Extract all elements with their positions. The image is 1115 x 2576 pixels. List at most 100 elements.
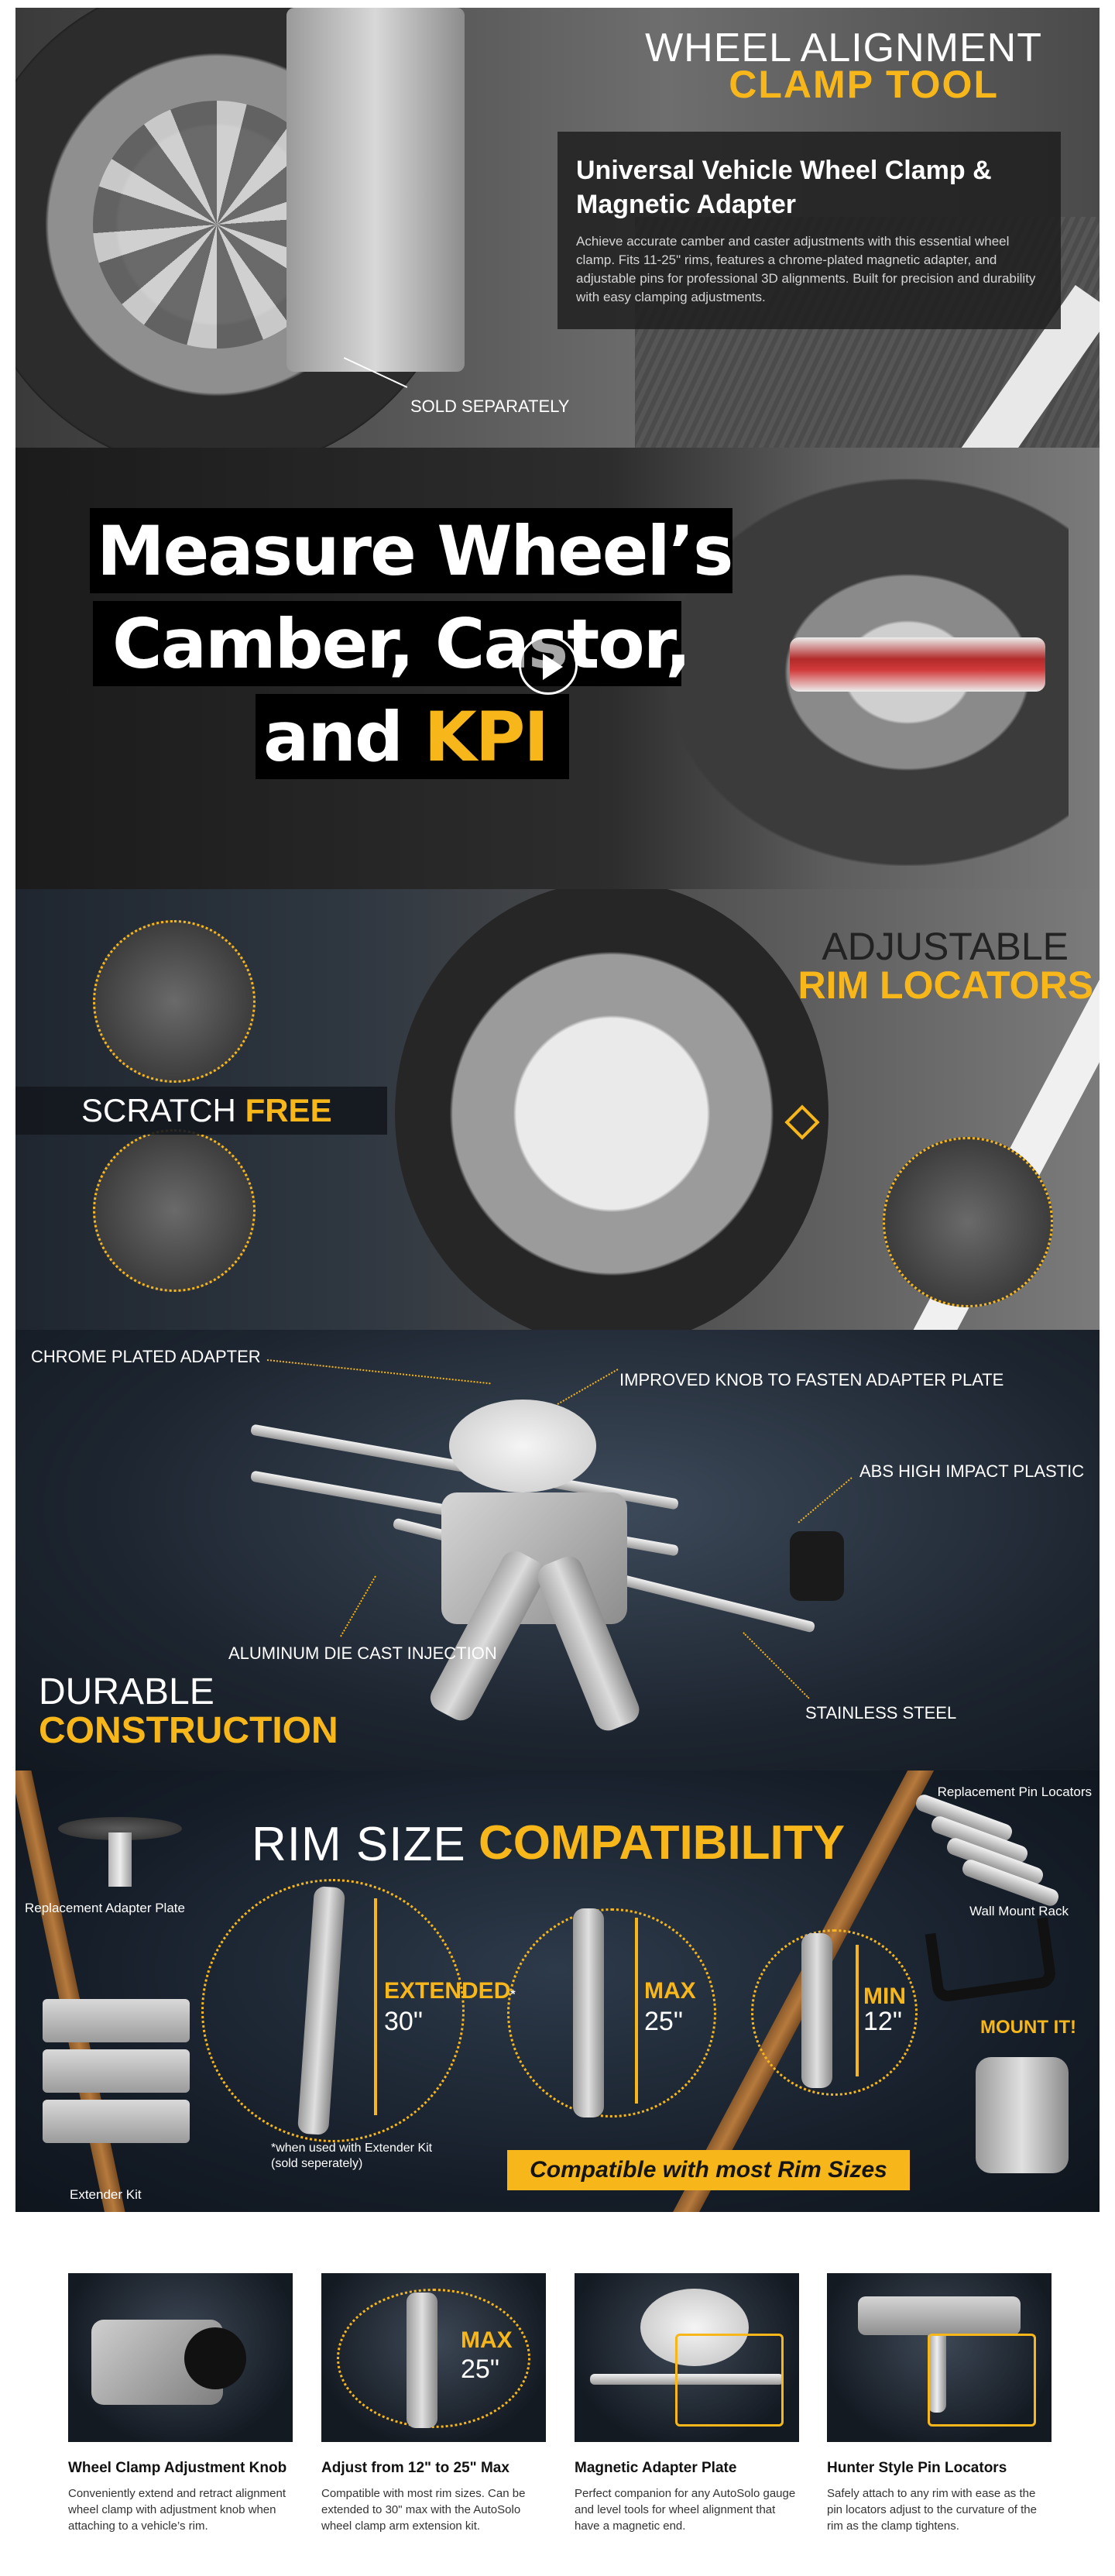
- highlight-frame: [675, 2334, 784, 2427]
- pin-locator-image: [928, 2335, 946, 2413]
- adjustable-label: ADJUSTABLE: [822, 925, 1069, 968]
- feature-body: Conveniently extend and retract alignmen…: [68, 2487, 286, 2533]
- extender-kit-label: Extender Kit: [70, 2187, 142, 2202]
- min-size-ring: [751, 1929, 918, 2096]
- feature-thumb-adapter: [575, 2273, 799, 2442]
- clamp-arm-image: [858, 2296, 1021, 2335]
- mounted-clamp-image: [976, 2057, 1069, 2173]
- headline-line2: Camber, Castor,: [112, 604, 691, 684]
- hero-description: Achieve accurate camber and caster adjus…: [576, 234, 1036, 304]
- construction-banner: CHROME PLATED ADAPTER IMPROVED KNOB TO F…: [15, 1330, 1100, 1771]
- rim-locators-label: RIM LOCATORS: [798, 963, 1093, 1007]
- scratch-free-band: [15, 1087, 387, 1135]
- clamp-image: [286, 8, 465, 372]
- extender-kit-image-2: [43, 2049, 190, 2093]
- gauge-handle-image: [790, 637, 1045, 692]
- hero-title-line1: WHEEL ALIGNMENT: [645, 26, 1042, 70]
- min-label: MIN: [863, 1984, 906, 2009]
- max-size-ring: [507, 1908, 716, 2117]
- extended-size-ring: [201, 1879, 465, 2142]
- scratch-free-label: SCRATCH FREE: [81, 1092, 332, 1129]
- label-improved-knob: IMPROVED KNOB TO FASTEN ADAPTER PLATE: [619, 1370, 1004, 1389]
- feature-thumb-knob: [68, 2273, 293, 2442]
- headline-line3-white: and: [263, 697, 424, 777]
- hero-heading: Universal Vehicle Wheel Clamp & Magnetic…: [576, 156, 992, 219]
- sold-separately-label: SOLD SEPARATELY: [410, 397, 570, 416]
- rim-size-title: RIM SIZE: [252, 1818, 466, 1871]
- durable-label: DURABLE: [39, 1671, 214, 1712]
- clamp-max-image: [573, 1908, 604, 2117]
- headline-band-3: [256, 694, 569, 779]
- feature-body: Perfect companion for any AutoSolo gauge…: [575, 2487, 796, 2533]
- extender-footnote: *when used with Extender Kit (sold seper…: [271, 2142, 433, 2170]
- extended-size: 30": [384, 2007, 423, 2036]
- max-arrow: [635, 1918, 638, 2104]
- adapter-plate-image: [640, 2289, 749, 2366]
- knob-image: [184, 2327, 246, 2389]
- extended-arrow: [374, 1898, 377, 2115]
- locator-closeup: [883, 1137, 1053, 1307]
- thumb-max-label: MAX: [461, 2327, 513, 2353]
- pin-locators-label: Replacement Pin Locators: [937, 1784, 1092, 1799]
- thumb-max-size: 25": [461, 2354, 499, 2384]
- feature-thumb-adjust: MAX 25": [321, 2273, 546, 2442]
- mount-it-label: MOUNT IT!: [980, 2017, 1076, 2038]
- video-banner[interactable]: Measure Wheel’s Camber, Castor, and KPI: [15, 448, 1100, 889]
- compatibility-title: COMPATIBILITY: [479, 1816, 845, 1870]
- extender-kit-image-3: [43, 2100, 190, 2143]
- max-label: MAX: [644, 1978, 696, 2004]
- label-abs-plastic: ABS HIGH IMPACT PLASTIC: [859, 1461, 1085, 1481]
- rim-size-banner: RIM SIZE COMPATIBILITY Replacement Adapt…: [15, 1771, 1100, 2212]
- hero-title-line2: CLAMP TOOL: [729, 63, 999, 106]
- feature-card-adjust: MAX 25" Adjust from 12" to 25" Max Compa…: [321, 2273, 546, 2534]
- rim-locators-banner: SCRATCH FREE ADJUSTABLE RIM LOCATORS: [15, 889, 1100, 1331]
- feature-title: Wheel Clamp Adjustment Knob: [68, 2460, 287, 2476]
- scratch-label-white: SCRATCH: [81, 1092, 245, 1128]
- headline-band-1: [90, 508, 732, 593]
- headline-line1: Measure Wheel’s: [97, 511, 733, 591]
- pin-closeup-top: [93, 920, 256, 1083]
- max-size: 25": [644, 2007, 683, 2036]
- extended-label-text: EXTENDED: [384, 1978, 511, 2004]
- feature-body: Safely attach to any rim with ease as th…: [827, 2487, 1037, 2533]
- replacement-plate-stem: [108, 1832, 132, 1887]
- headline-band-2: [93, 601, 681, 686]
- adapter-plate: [449, 1400, 596, 1492]
- wall-mount-label: Wall Mount Rack: [969, 1904, 1069, 1918]
- min-size: 12": [863, 2007, 902, 2036]
- feature-card-knob: Wheel Clamp Adjustment Knob Conveniently…: [68, 2273, 293, 2534]
- clamp-min-image: [801, 1933, 832, 2088]
- feature-thumb-pins: [827, 2273, 1052, 2442]
- wheel-with-clamp-image: [395, 889, 829, 1331]
- feature-title: Adjust from 12" to 25" Max: [321, 2460, 509, 2476]
- scratch-label-yellow: FREE: [245, 1092, 332, 1128]
- hero-description-box: Universal Vehicle Wheel Clamp & Magnetic…: [558, 132, 1061, 329]
- feature-title: Magnetic Adapter Plate: [575, 2460, 737, 2476]
- feature-card-pins: Hunter Style Pin Locators Safely attach …: [827, 2273, 1052, 2534]
- headline-line3-yellow: KPI: [424, 697, 549, 777]
- size-ring: [337, 2289, 530, 2428]
- headline-line3: and KPI: [263, 697, 549, 777]
- extended-label: EXTENDED*: [384, 1978, 516, 2004]
- compatibility-banner: Compatible with most Rim Sizes: [507, 2150, 910, 2190]
- clamp-product-image: [232, 1376, 867, 1735]
- clamp-image: [407, 2293, 437, 2428]
- play-icon[interactable]: [519, 636, 578, 695]
- pin-closeup-bottom: [93, 1129, 256, 1292]
- feature-body: Compatible with most rim sizes. Can be e…: [321, 2487, 526, 2533]
- clamp-body: [441, 1492, 627, 1624]
- rail-image: [590, 2374, 784, 2385]
- hero-banner: WHEEL ALIGNMENT CLAMP TOOL Universal Veh…: [15, 8, 1100, 449]
- wall-mount-rack-image: [925, 1917, 1058, 2004]
- feature-title: Hunter Style Pin Locators: [827, 2460, 1007, 2476]
- construction-label: CONSTRUCTION: [39, 1710, 338, 1751]
- label-stainless-steel: STAINLESS STEEL: [805, 1703, 957, 1722]
- extender-kit-image-1: [43, 1999, 190, 2042]
- feature-card-adapter: Magnetic Adapter Plate Perfect companion…: [575, 2273, 799, 2534]
- clamp-knob: [790, 1531, 844, 1601]
- label-aluminum: ALUMINUM DIE CAST INJECTION: [228, 1643, 497, 1663]
- min-arrow: [856, 1945, 859, 2076]
- label-chrome-adapter: CHROME PLATED ADAPTER: [31, 1347, 261, 1366]
- replacement-plate-label: Replacement Adapter Plate: [25, 1901, 185, 1915]
- highlight-frame: [928, 2334, 1036, 2427]
